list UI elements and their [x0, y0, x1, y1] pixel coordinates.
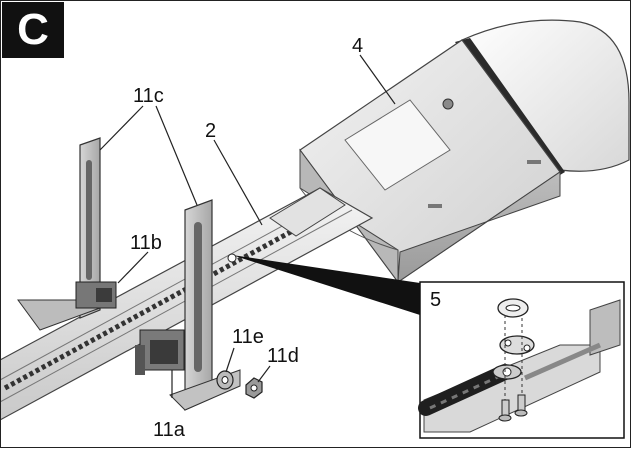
detail-inset	[418, 281, 625, 439]
label-washer: 11e	[232, 326, 264, 348]
panel-letter: C	[2, 2, 64, 58]
lower-bracket	[135, 199, 241, 411]
leader-lines	[99, 54, 396, 398]
label-lower-bracket: 11a	[153, 419, 185, 441]
washer-nut	[216, 370, 263, 399]
label-detail: 5	[430, 289, 442, 311]
upper-bracket	[17, 137, 117, 331]
label-rail: 2	[205, 120, 217, 142]
label-upper-brackets: 11c	[133, 85, 164, 107]
label-slider-bracket: 11b	[130, 232, 162, 254]
detail-pointer	[232, 255, 420, 315]
label-nut: 11d	[267, 345, 299, 367]
label-motor-unit: 4	[352, 35, 364, 57]
